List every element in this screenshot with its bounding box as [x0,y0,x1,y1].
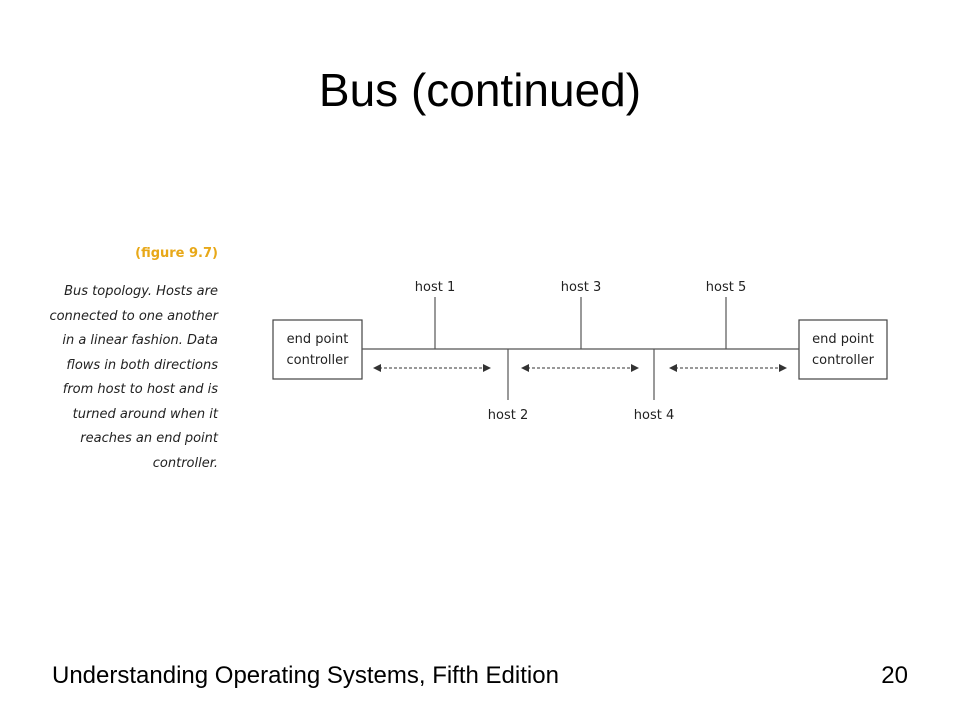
page-number: 20 [881,662,908,689]
host-3-label: host 3 [561,280,601,295]
controller-label: controller [286,353,349,368]
figure-caption: Bus topology. Hosts are connected to one… [30,280,218,476]
caption-line: from host to host and is [62,382,218,397]
host-1-label: host 1 [415,280,455,295]
caption-line: flows in both directions [66,357,218,373]
controller-label: controller [812,353,875,368]
caption-line: connected to one another [49,308,218,324]
caption-line: in a linear fashion. Data [62,333,218,348]
caption-line: controller. [152,455,218,471]
footer-book-title: Understanding Operating Systems, Fifth E… [52,662,559,689]
slide-title: Bus (continued) [318,64,642,116]
caption-line: Bus topology. Hosts are [64,284,218,299]
caption-line: turned around when it [72,406,218,422]
controller-label: end point [812,332,874,347]
figure-label: (figure 9.7) [135,246,218,261]
caption-line: reaches an end point [80,431,218,446]
host-2-label: host 2 [488,408,528,423]
controller-label: end point [287,332,349,347]
host-4-label: host 4 [634,408,674,423]
left-endpoint-controller: end point controller [272,319,363,380]
right-endpoint-controller: end point controller [798,319,888,380]
host-5-label: host 5 [706,280,746,295]
